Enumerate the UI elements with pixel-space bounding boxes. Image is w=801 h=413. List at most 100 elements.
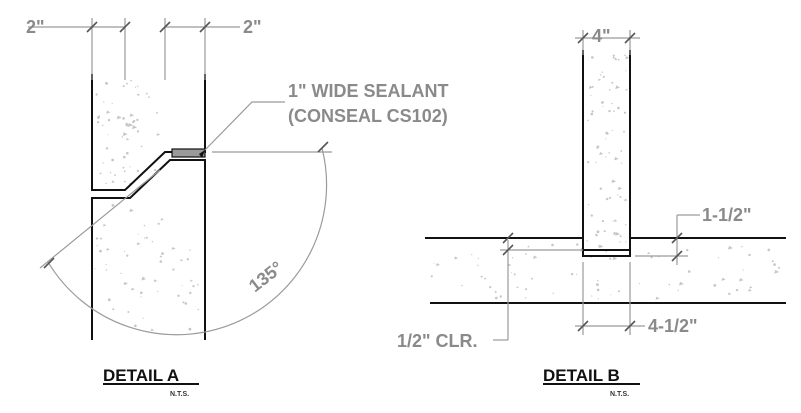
concrete-speck <box>435 263 440 267</box>
concrete-speck <box>131 125 138 130</box>
concrete-speck <box>619 241 621 243</box>
concrete-speck <box>107 298 111 302</box>
concrete-speck <box>591 56 594 59</box>
concrete-speck <box>114 174 116 177</box>
concrete-speck <box>172 268 175 271</box>
concrete-texture-b <box>430 54 780 300</box>
concrete-speck <box>157 222 160 225</box>
concrete-speck <box>171 246 176 250</box>
concrete-speck <box>625 241 627 243</box>
concrete-speck <box>742 269 744 271</box>
concrete-speck <box>605 131 608 135</box>
concrete-speck <box>525 253 527 255</box>
concrete-speck <box>531 277 533 280</box>
concrete-speck <box>507 263 512 267</box>
detail-b: 4" 1-1/2" 1/2" CLR. 4-1/2" DETAIL B N.T.… <box>397 26 786 398</box>
dim-wall-label: 4" <box>592 26 611 46</box>
concrete-speck <box>727 245 733 250</box>
concrete-speck <box>614 156 619 161</box>
sealant-block <box>171 148 206 158</box>
concrete-speck <box>778 266 780 269</box>
concrete-speck <box>619 196 622 198</box>
concrete-speck <box>136 169 140 173</box>
concrete-speck <box>106 247 110 251</box>
concrete-speck <box>511 257 514 259</box>
detail-a-scale: N.T.S. <box>170 391 189 398</box>
dim-tick <box>159 21 171 33</box>
concrete-speck <box>134 324 137 328</box>
dim-label-left: 2" <box>26 17 45 37</box>
concrete-speck <box>570 272 574 276</box>
concrete-speck <box>608 109 611 113</box>
concrete-speck <box>601 101 604 104</box>
concrete-speck <box>608 89 611 91</box>
concrete-speck <box>499 295 502 298</box>
wall-panel <box>582 50 631 251</box>
concrete-speck <box>125 122 130 126</box>
leader-arrowhead <box>199 150 205 158</box>
concrete-speck <box>123 170 126 173</box>
concrete-speck <box>433 262 435 264</box>
concrete-speck <box>160 218 164 221</box>
concrete-speck <box>151 240 154 243</box>
concrete-speck <box>137 93 139 96</box>
concrete-speck <box>596 283 599 286</box>
concrete-speck <box>143 224 146 227</box>
concrete-speck <box>100 237 103 240</box>
dim-tick <box>502 232 514 244</box>
concrete-speck <box>596 288 600 292</box>
concrete-speck <box>603 229 607 233</box>
concrete-speck <box>533 255 538 259</box>
concrete-speck <box>587 161 590 164</box>
concrete-speck <box>525 297 527 299</box>
concrete-speck <box>668 283 671 286</box>
concrete-speck <box>123 155 126 159</box>
dim-tick <box>86 21 98 33</box>
concrete-speck <box>123 250 126 252</box>
concrete-speck <box>605 138 607 140</box>
dim-tick <box>502 244 514 256</box>
concrete-speck <box>189 291 192 295</box>
concrete-speck <box>126 151 129 155</box>
concrete-speck <box>595 233 597 236</box>
concrete-speck <box>597 298 599 300</box>
concrete-speck <box>552 292 554 294</box>
concrete-speck <box>527 245 530 248</box>
arc-tick <box>43 257 55 269</box>
concrete-speck <box>611 179 617 184</box>
concrete-speck <box>111 180 116 184</box>
concrete-speck <box>612 220 614 222</box>
concrete-speck <box>97 121 100 124</box>
concrete-speck <box>454 256 459 260</box>
concrete-speck <box>116 115 122 120</box>
concrete-speck <box>614 219 617 222</box>
lower-wall-outline <box>91 159 206 340</box>
concrete-speck <box>748 288 752 292</box>
concrete-speck <box>620 162 623 164</box>
concrete-speck <box>597 280 599 282</box>
detail-b-scale: N.T.S. <box>610 391 629 398</box>
concrete-speck <box>590 112 594 116</box>
concrete-speck <box>611 129 613 131</box>
concrete-speck <box>471 254 473 256</box>
concrete-speck <box>192 285 195 288</box>
concrete-speck <box>186 258 189 261</box>
concrete-speck <box>107 134 109 135</box>
concrete-speck <box>102 223 107 227</box>
concrete-speck <box>590 214 593 217</box>
sealant-label-line1: 1" WIDE SEALANT <box>288 81 449 101</box>
concrete-speck <box>148 96 150 98</box>
concrete-speck <box>140 145 143 148</box>
concrete-speck <box>159 260 163 263</box>
concrete-speck <box>145 236 148 239</box>
concrete-speck <box>484 277 487 280</box>
concrete-speck <box>495 296 498 300</box>
concrete-speck <box>128 123 134 127</box>
concrete-speck <box>767 248 771 252</box>
concrete-speck <box>625 88 629 91</box>
concrete-speck <box>188 327 192 331</box>
concrete-speck <box>184 302 188 305</box>
concrete-speck <box>489 286 492 289</box>
concrete-speck <box>122 85 125 88</box>
